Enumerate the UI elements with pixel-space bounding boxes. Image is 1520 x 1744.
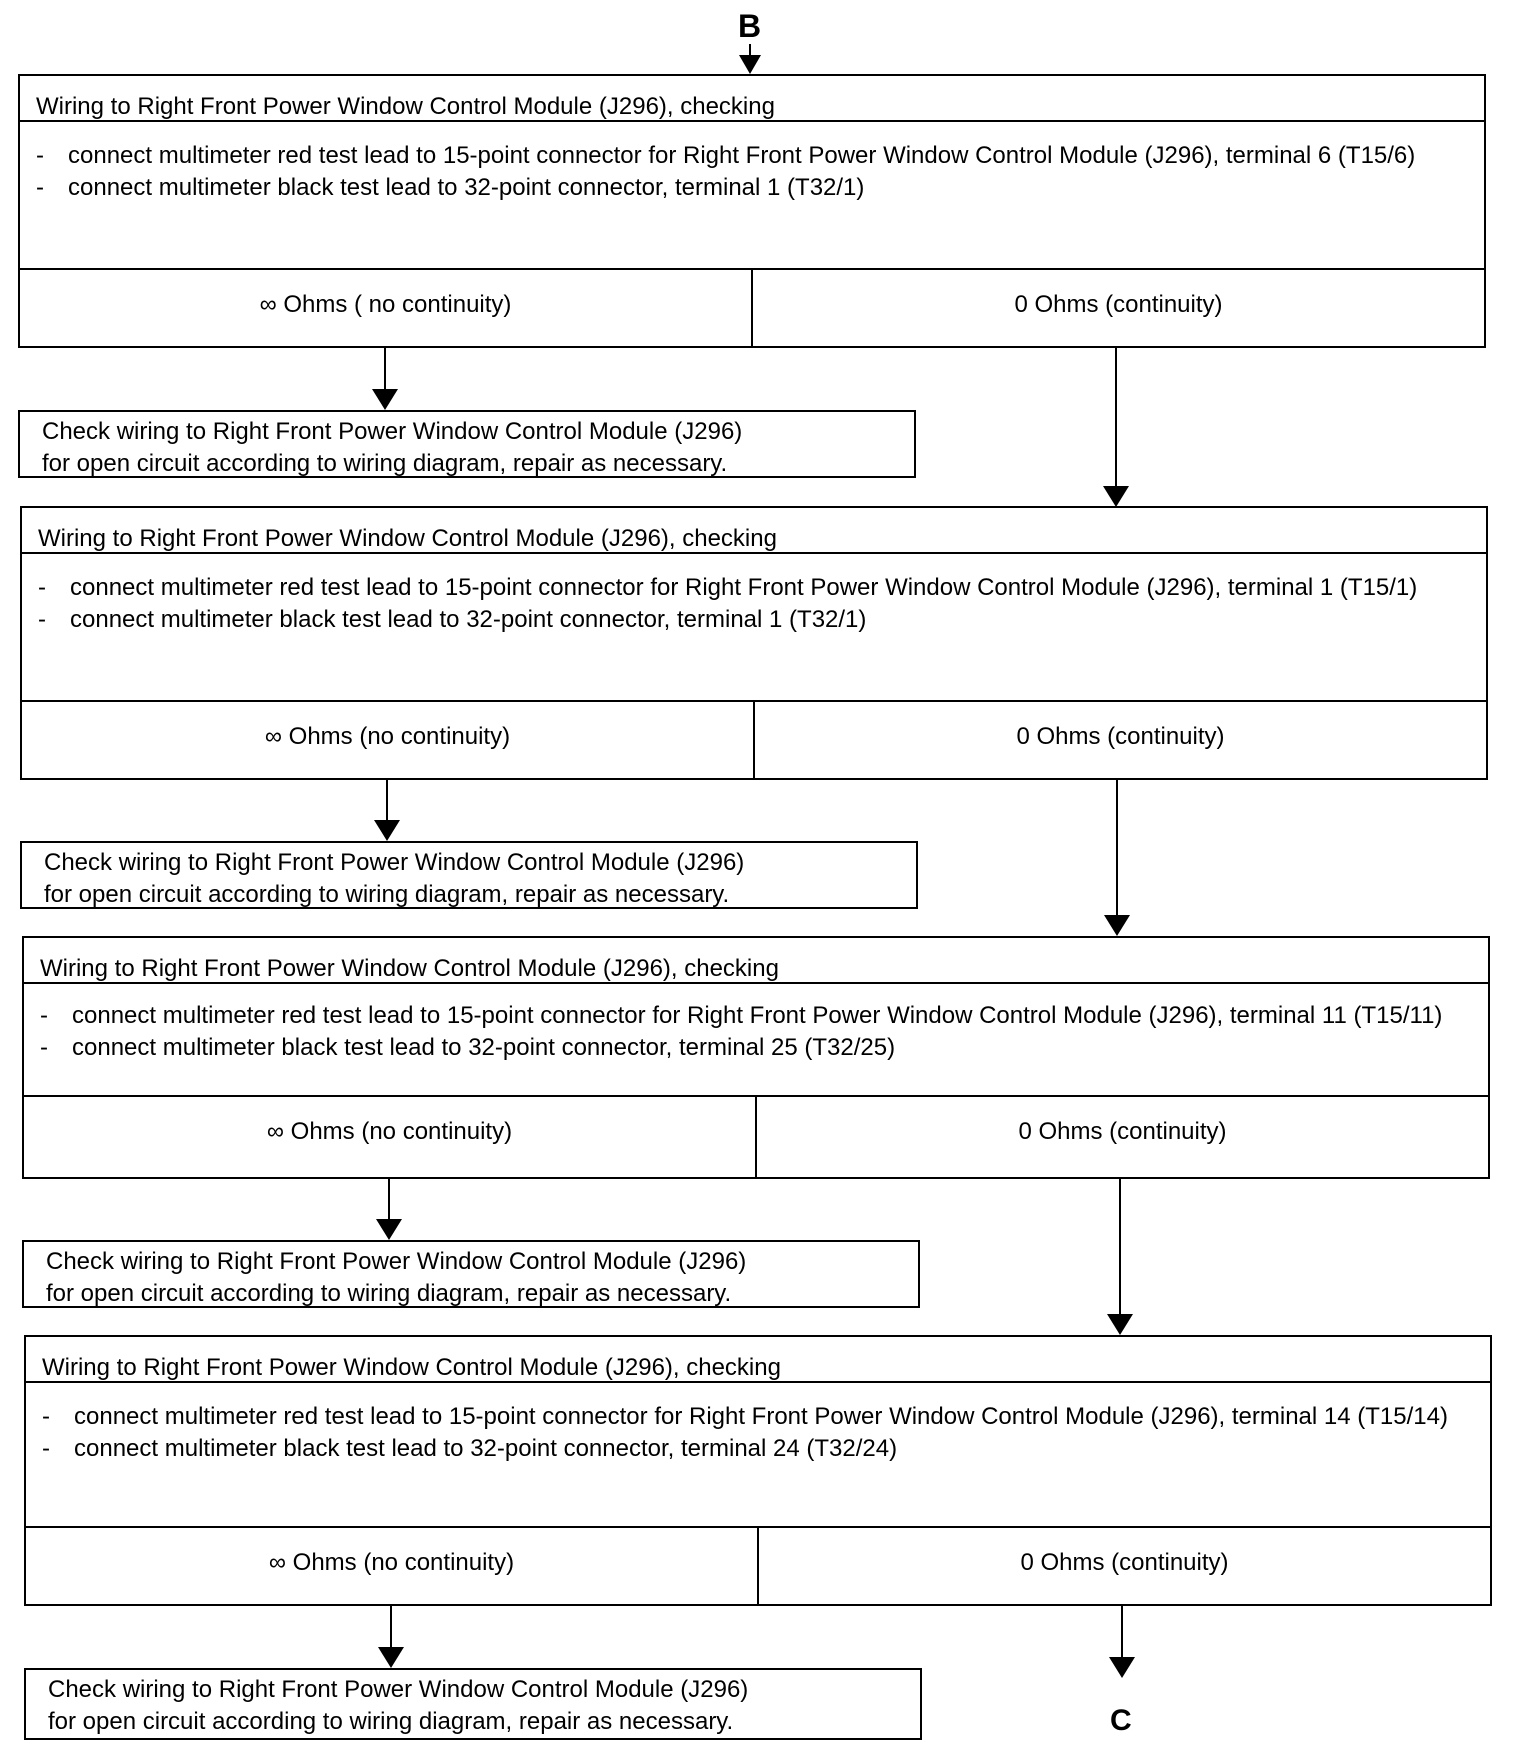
action-box-1: Check wiring to Right Front Power Window… [18, 410, 916, 478]
step-4-results: ∞ Ohms (no continuity) 0 Ohms (continuit… [26, 1526, 1490, 1604]
result-continuity: 0 Ohms (continuity) [1014, 291, 1223, 318]
instruction-item: -connect multimeter red test lead to 15-… [42, 1401, 1450, 1433]
action-line: Check wiring to Right Front Power Window… [42, 418, 743, 445]
result-no-continuity: ∞ Ohms (no continuity) [22, 702, 755, 778]
step-3-header: Wiring to Right Front Power Window Contr… [24, 938, 1488, 984]
step-3-results: ∞ Ohms (no continuity) 0 Ohms (continuit… [24, 1095, 1488, 1177]
instruction-text: connect multimeter black test lead to 32… [74, 1435, 898, 1462]
action-line: Check wiring to Right Front Power Window… [44, 849, 745, 876]
instruction-item: -connect multimeter black test lead to 3… [38, 604, 1446, 636]
connector-c: C [1110, 1704, 1132, 1737]
instruction-text: connect multimeter black test lead to 32… [72, 1034, 896, 1061]
instruction-item: -connect multimeter red test lead to 15-… [36, 140, 1444, 172]
instruction-item: -connect multimeter black test lead to 3… [42, 1433, 1450, 1465]
action-box-4: Check wiring to Right Front Power Window… [24, 1668, 922, 1740]
action-line: for open circuit according to wiring dia… [42, 450, 728, 477]
instruction-item: -connect multimeter black test lead to 3… [36, 172, 1444, 204]
arrowhead-step3-pass [1107, 1314, 1133, 1335]
instruction-text: connect multimeter red test lead to 15-p… [74, 1403, 1448, 1430]
result-no-continuity: ∞ Ohms ( no continuity) [20, 270, 753, 346]
step-1-results: ∞ Ohms ( no continuity) 0 Ohms (continui… [20, 268, 1484, 346]
arrowhead-step2-fail [374, 820, 400, 841]
arrowhead-step4-pass [1109, 1657, 1135, 1678]
step-4-header: Wiring to Right Front Power Window Contr… [26, 1337, 1490, 1383]
instruction-text: connect multimeter black test lead to 32… [68, 174, 865, 201]
connector-b: B [738, 8, 762, 44]
result-continuity: 0 Ohms (continuity) [1020, 1549, 1229, 1576]
arrowhead-step3-fail [376, 1219, 402, 1240]
step-2-results: ∞ Ohms (no continuity) 0 Ohms (continuit… [22, 700, 1486, 778]
test-step-2: Wiring to Right Front Power Window Contr… [20, 506, 1488, 780]
instruction-text: connect multimeter red test lead to 15-p… [68, 142, 1416, 169]
action-line: for open circuit according to wiring dia… [48, 1708, 734, 1735]
result-continuity: 0 Ohms (continuity) [1016, 723, 1225, 750]
result-no-continuity: ∞ Ohms (no continuity) [24, 1097, 757, 1177]
step-4-instructions: -connect multimeter red test lead to 15-… [26, 1383, 1490, 1465]
arrowhead-step1-pass [1103, 486, 1129, 507]
step-1-instructions: -connect multimeter red test lead to 15-… [20, 122, 1484, 204]
action-line: for open circuit according to wiring dia… [44, 881, 730, 908]
test-step-1: Wiring to Right Front Power Window Contr… [18, 74, 1486, 348]
step-2-header: Wiring to Right Front Power Window Contr… [22, 508, 1486, 554]
instruction-text: connect multimeter red test lead to 15-p… [72, 1002, 1443, 1029]
action-box-3: Check wiring to Right Front Power Window… [22, 1240, 920, 1308]
action-line: Check wiring to Right Front Power Window… [48, 1676, 749, 1703]
result-continuity: 0 Ohms (continuity) [1018, 1118, 1227, 1145]
step-2-instructions: -connect multimeter red test lead to 15-… [22, 554, 1486, 636]
action-line: Check wiring to Right Front Power Window… [46, 1248, 747, 1275]
instruction-item: -connect multimeter black test lead to 3… [40, 1032, 1448, 1064]
instruction-text: connect multimeter red test lead to 15-p… [70, 574, 1418, 601]
action-box-2: Check wiring to Right Front Power Window… [20, 841, 918, 909]
result-no-continuity: ∞ Ohms (no continuity) [26, 1528, 759, 1604]
action-line: for open circuit according to wiring dia… [46, 1280, 732, 1307]
test-step-3: Wiring to Right Front Power Window Contr… [22, 936, 1490, 1179]
arrowhead-start [739, 55, 761, 74]
test-step-4: Wiring to Right Front Power Window Contr… [24, 1335, 1492, 1606]
arrowhead-step4-fail [378, 1647, 404, 1668]
arrowhead-step1-fail [372, 389, 398, 410]
arrowhead-step2-pass [1104, 915, 1130, 936]
step-3-instructions: -connect multimeter red test lead to 15-… [24, 984, 1488, 1064]
step-1-header: Wiring to Right Front Power Window Contr… [20, 76, 1484, 122]
instruction-item: -connect multimeter red test lead to 15-… [40, 1000, 1448, 1032]
instruction-text: connect multimeter black test lead to 32… [70, 606, 867, 633]
instruction-item: -connect multimeter red test lead to 15-… [38, 572, 1446, 604]
